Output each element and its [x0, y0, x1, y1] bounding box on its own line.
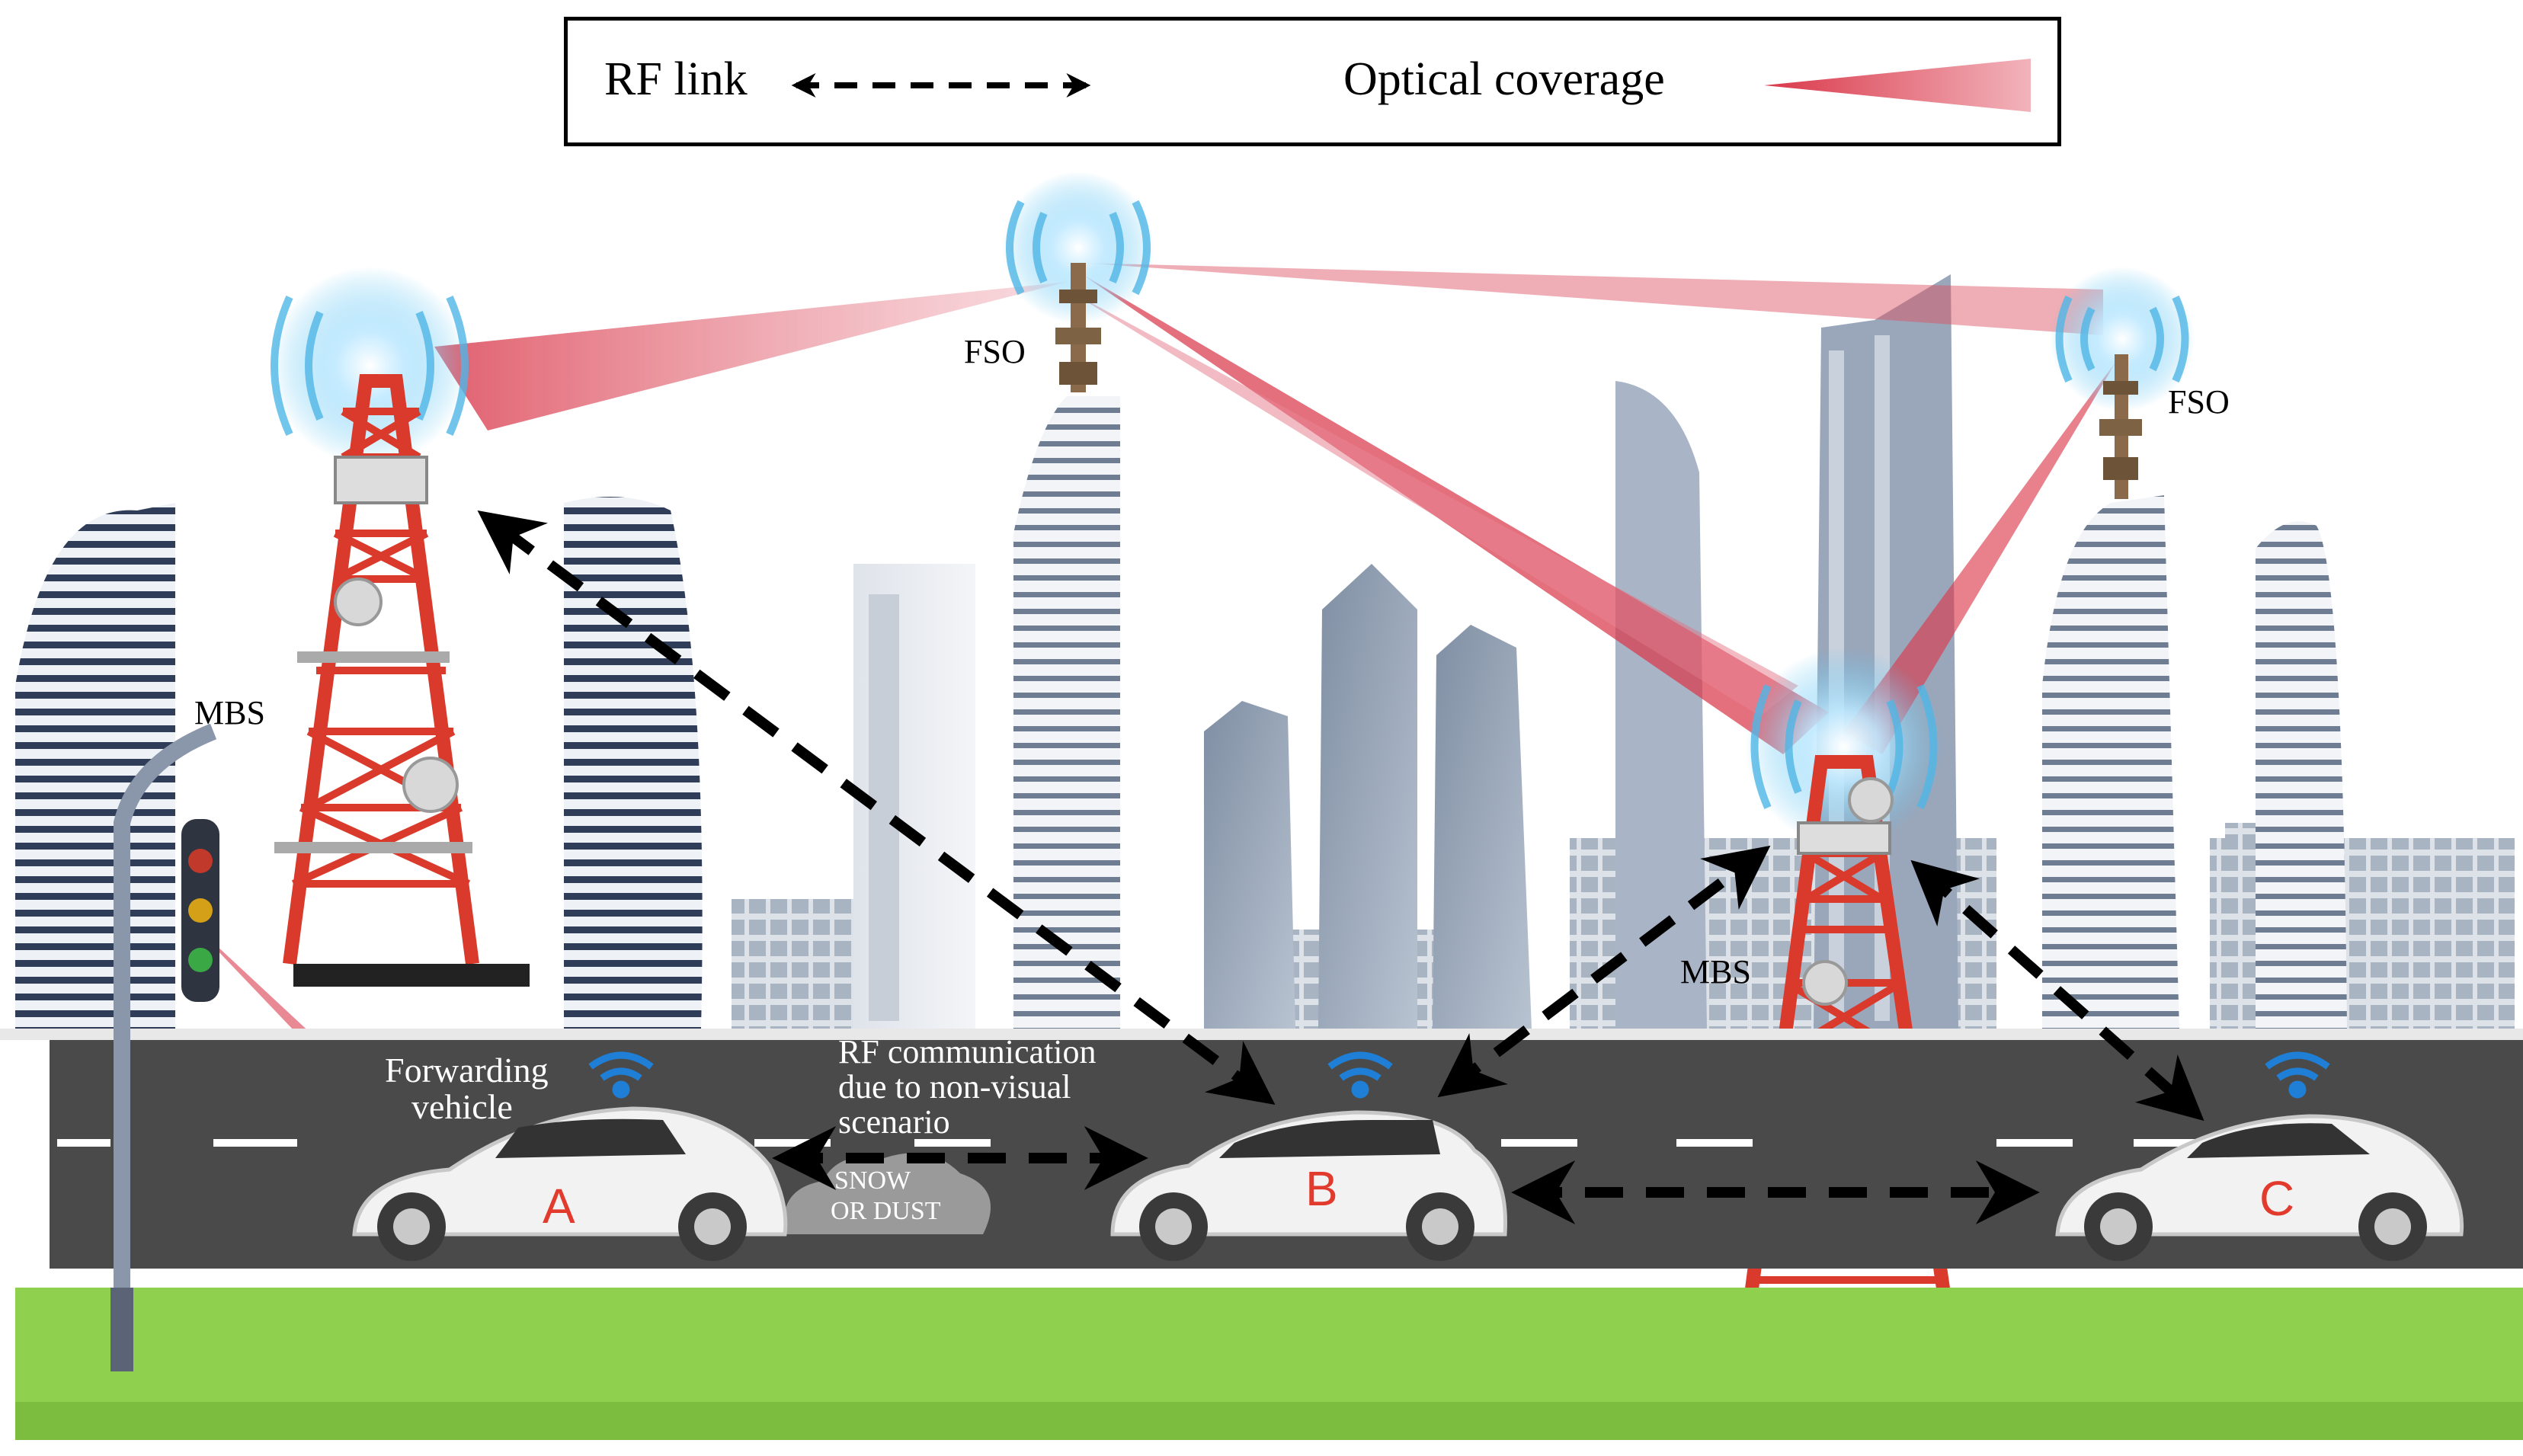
mbs-tower-left	[274, 374, 530, 987]
mbs-label-left: MBS	[194, 694, 265, 731]
legend-optical-coverage-swatch	[1764, 59, 2031, 112]
vehicle-c	[2055, 1114, 2464, 1261]
snow-line-1: SNOW	[834, 1166, 911, 1195]
grass-strip	[15, 1402, 2523, 1440]
rf-links	[477, 510, 2204, 1224]
legend-rf-link-arrow	[791, 73, 1091, 98]
street-light	[110, 723, 217, 1371]
forwarding-line-1: Forwarding	[385, 1051, 549, 1090]
vehicle-b	[1110, 1110, 1507, 1261]
legend-optical-coverage-label: Optical coverage	[1343, 53, 1665, 105]
fso-label-right: FSO	[2168, 383, 2230, 421]
legend: RF link Optical coverage	[564, 17, 2061, 146]
traffic-light	[181, 819, 219, 1002]
legend-rf-link-label: RF link	[604, 53, 748, 105]
wifi-icon	[1327, 1051, 1393, 1099]
fso-mast-left	[1055, 263, 1101, 392]
mbs-label-right: MBS	[1680, 953, 1751, 990]
rf-line-3: scenario	[838, 1103, 950, 1141]
snow-line-2: OR DUST	[831, 1197, 941, 1225]
wifi-icon	[2265, 1051, 2330, 1099]
vehicle-a	[352, 1106, 788, 1261]
vehicle-c-label: C	[2259, 1171, 2294, 1226]
rf-line-1: RF communication	[838, 1033, 1097, 1070]
vehicle-b-label: B	[1305, 1161, 1338, 1216]
fso-mast-right	[2099, 354, 2142, 499]
rf-line-2: due to non-visual	[838, 1068, 1071, 1106]
vehicle-a-label: A	[543, 1179, 575, 1234]
fso-label-left: FSO	[964, 333, 1026, 370]
sidewalk	[0, 1029, 2523, 1040]
forwarding-line-2: vehicle	[411, 1087, 513, 1126]
